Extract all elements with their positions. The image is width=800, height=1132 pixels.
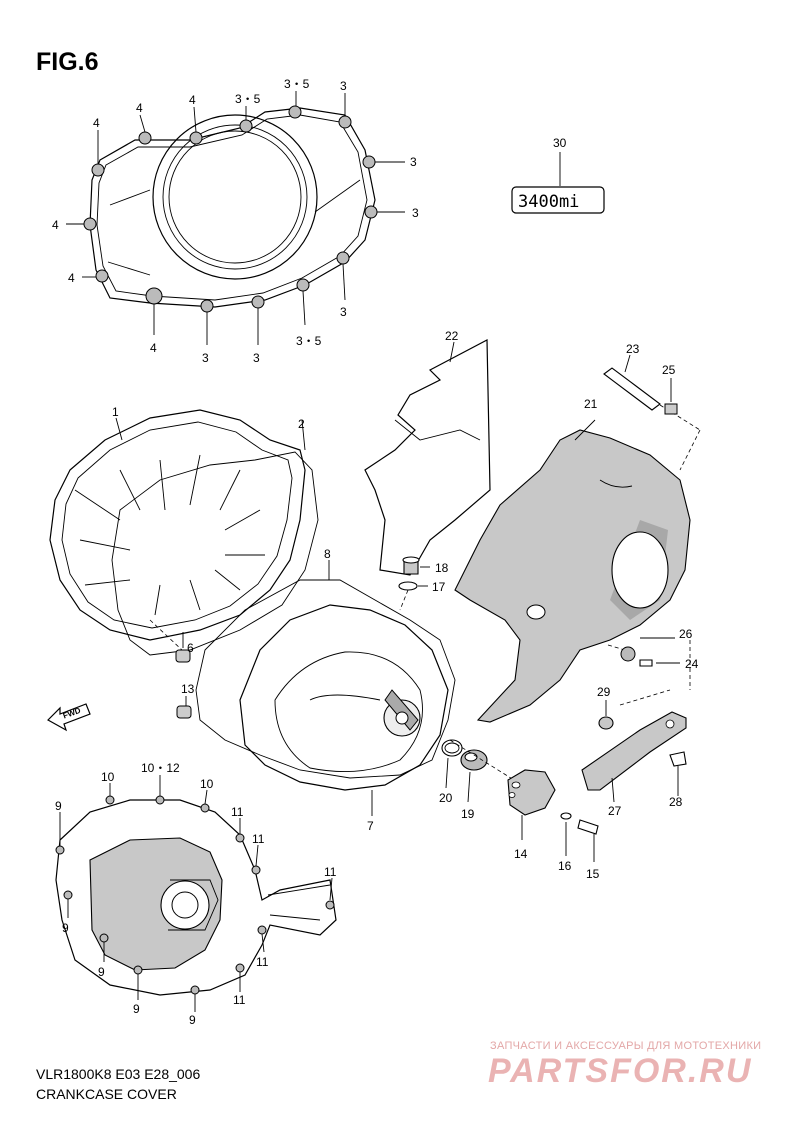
callout-10-12: 10・12 — [141, 761, 180, 775]
callout-20: 20 — [439, 791, 453, 805]
callout-11: 11 — [324, 865, 337, 879]
callout-18: 18 — [435, 561, 449, 575]
clutch-cover — [49, 409, 306, 641]
outer-cover — [454, 404, 701, 723]
generator-cover-gasket — [195, 560, 456, 779]
callout-3: 3 — [412, 206, 419, 220]
spacer-pin — [603, 354, 661, 411]
washer-16 — [560, 812, 572, 856]
clutch-cover-gasket-2 — [111, 419, 319, 656]
callout-4: 4 — [52, 218, 59, 232]
callout-13: 13 — [181, 682, 195, 696]
callout-4: 4 — [93, 116, 100, 130]
mileage-label-part: 3400mi — [511, 152, 605, 214]
callout-4: 4 — [68, 271, 75, 285]
dowel-pin — [149, 619, 191, 663]
dowel-pin-13 — [176, 696, 192, 719]
callout-11: 11 — [256, 955, 269, 969]
callout-3: 3 — [340, 305, 347, 319]
callout-3: 3 — [253, 351, 260, 365]
callout-4: 4 — [189, 93, 196, 107]
callout-11: 11 — [252, 832, 265, 846]
callout-17: 17 — [432, 580, 446, 594]
callout-23: 23 — [626, 342, 640, 356]
callout-9: 9 — [55, 799, 62, 813]
callout-14: 14 — [514, 847, 528, 861]
callout-29: 29 — [597, 685, 611, 699]
callout-8: 8 — [324, 547, 331, 561]
callout-11: 11 — [233, 993, 246, 1007]
mileage-label-text: 3400mi — [518, 192, 579, 212]
callout-7: 7 — [367, 819, 374, 833]
callout-16: 16 — [558, 859, 572, 873]
generator-cover — [239, 604, 449, 816]
callout-10: 10 — [200, 777, 214, 791]
callout-3-5: 3・5 — [284, 77, 310, 91]
callout-9: 9 — [62, 921, 69, 935]
o-ring — [398, 581, 428, 611]
outer-generator-cover — [55, 775, 337, 1012]
nut — [664, 378, 678, 415]
callout-26: 26 — [679, 627, 693, 641]
callout-3: 3 — [410, 155, 417, 169]
watermark-caption: ЗАПЧАСТИ И АКСЕССУАРЫ ДЛЯ МОТОТЕХНИКИ — [490, 1040, 762, 1052]
bracket-27 — [581, 689, 687, 803]
section-name: CRANKCASE COVER — [36, 1086, 177, 1102]
callout-28: 28 — [669, 795, 683, 809]
callout-3: 3 — [202, 351, 209, 365]
callout-3-5: 3・5 — [235, 92, 261, 106]
callout-19: 19 — [461, 807, 475, 821]
callout-9: 9 — [98, 965, 105, 979]
callout-21: 21 — [584, 397, 598, 411]
bolt-28 — [669, 751, 687, 796]
callout-6: 6 — [187, 641, 194, 655]
callout-24: 24 — [685, 657, 699, 671]
cushion-29 — [598, 700, 614, 730]
callout-4: 4 — [150, 341, 157, 355]
callout-15: 15 — [586, 867, 600, 881]
forward-direction-arrow: FWD — [47, 703, 91, 732]
model-code: VLR1800K8 E03 E28_006 — [36, 1066, 201, 1082]
grommet-and-bolt — [620, 637, 691, 690]
callout-9: 9 — [133, 1002, 140, 1016]
callout-11: 11 — [231, 805, 244, 819]
callout-30: 30 — [553, 136, 567, 150]
callout-22: 22 — [445, 329, 459, 343]
callout-1: 1 — [112, 405, 119, 419]
insulator-sheet — [364, 339, 491, 576]
callout-10: 10 — [101, 770, 115, 784]
callout-3-5: 3・5 — [296, 334, 322, 348]
callout-27: 27 — [608, 804, 622, 818]
oil-filler-plug — [402, 556, 430, 575]
callout-4: 4 — [136, 101, 143, 115]
callout-9: 9 — [189, 1013, 196, 1027]
callout-2: 2 — [298, 417, 305, 431]
generator-boss — [383, 689, 421, 737]
bolt-15 — [577, 819, 599, 862]
callout-3: 3 — [340, 79, 347, 93]
figure-title: FIG.6 — [36, 48, 99, 76]
clutch-cover-gasket — [66, 91, 405, 345]
cover-cap — [507, 769, 556, 840]
callout-25: 25 — [662, 363, 676, 377]
o-ring-20 — [441, 739, 463, 789]
watermark-logo: PARTSFOR.RU — [488, 1052, 753, 1090]
